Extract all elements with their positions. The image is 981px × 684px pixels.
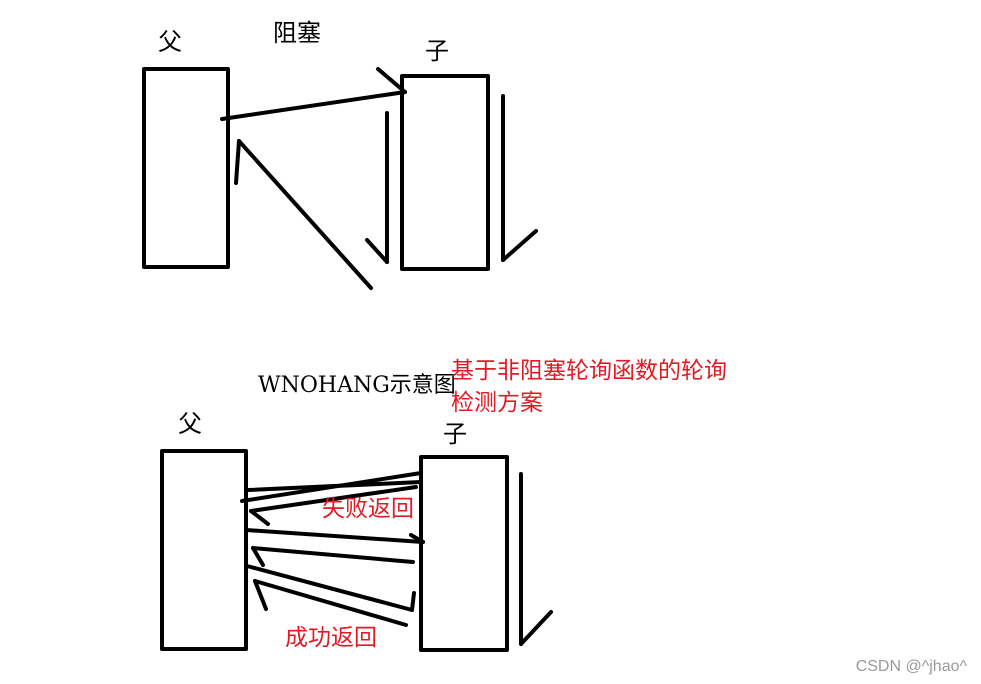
top-parent-label: 父 xyxy=(158,28,182,56)
bottom-poll1-fail-arrowhead xyxy=(249,509,270,526)
top-child-box xyxy=(400,74,490,271)
bottom-note: 基于非阻塞轮询函数的轮询 检测方案 xyxy=(451,355,791,419)
bottom-poll2-call xyxy=(244,528,425,544)
bottom-poll2-return-arrowhead xyxy=(251,546,265,567)
top-parent-box xyxy=(142,67,230,269)
top-child-down-arrowhead-right xyxy=(501,229,538,262)
bottom-note-line-1: 基于非阻塞轮询函数的轮询 xyxy=(451,358,727,384)
bottom-success-call-arrowhead xyxy=(410,591,416,612)
bottom-child-label: 子 xyxy=(443,420,467,448)
bottom-success-return xyxy=(253,579,408,627)
watermark: CSDN @^jhao^ xyxy=(855,658,967,675)
top-return-arrow xyxy=(237,139,373,290)
top-child-label: 子 xyxy=(425,37,449,65)
bottom-title-label: WNOHANG示意图 xyxy=(258,373,456,398)
bottom-success-call xyxy=(245,564,414,612)
bottom-poll2-return xyxy=(251,546,415,564)
top-return-arrowhead xyxy=(234,139,241,185)
bottom-child-down-arrowhead xyxy=(519,610,553,646)
top-call-arrow xyxy=(220,90,407,121)
top-child-down-arrowhead-left xyxy=(365,238,389,264)
bottom-success-return-arrowhead xyxy=(253,579,268,611)
bottom-poll2-arrowhead xyxy=(409,533,425,544)
top-title-label: 阻塞 xyxy=(273,19,321,47)
success-return-label: 成功返回 xyxy=(285,625,377,651)
fail-return-label: 失败返回 xyxy=(322,496,414,522)
bottom-poll1-fail-return xyxy=(249,485,418,513)
bottom-note-line-2: 检测方案 xyxy=(451,390,543,416)
bottom-parent-box xyxy=(160,449,248,651)
bottom-child-box xyxy=(419,455,509,652)
top-call-arrowhead xyxy=(376,67,407,94)
bottom-parent-label: 父 xyxy=(178,410,202,438)
bottom-poll1-call-2 xyxy=(247,480,423,492)
